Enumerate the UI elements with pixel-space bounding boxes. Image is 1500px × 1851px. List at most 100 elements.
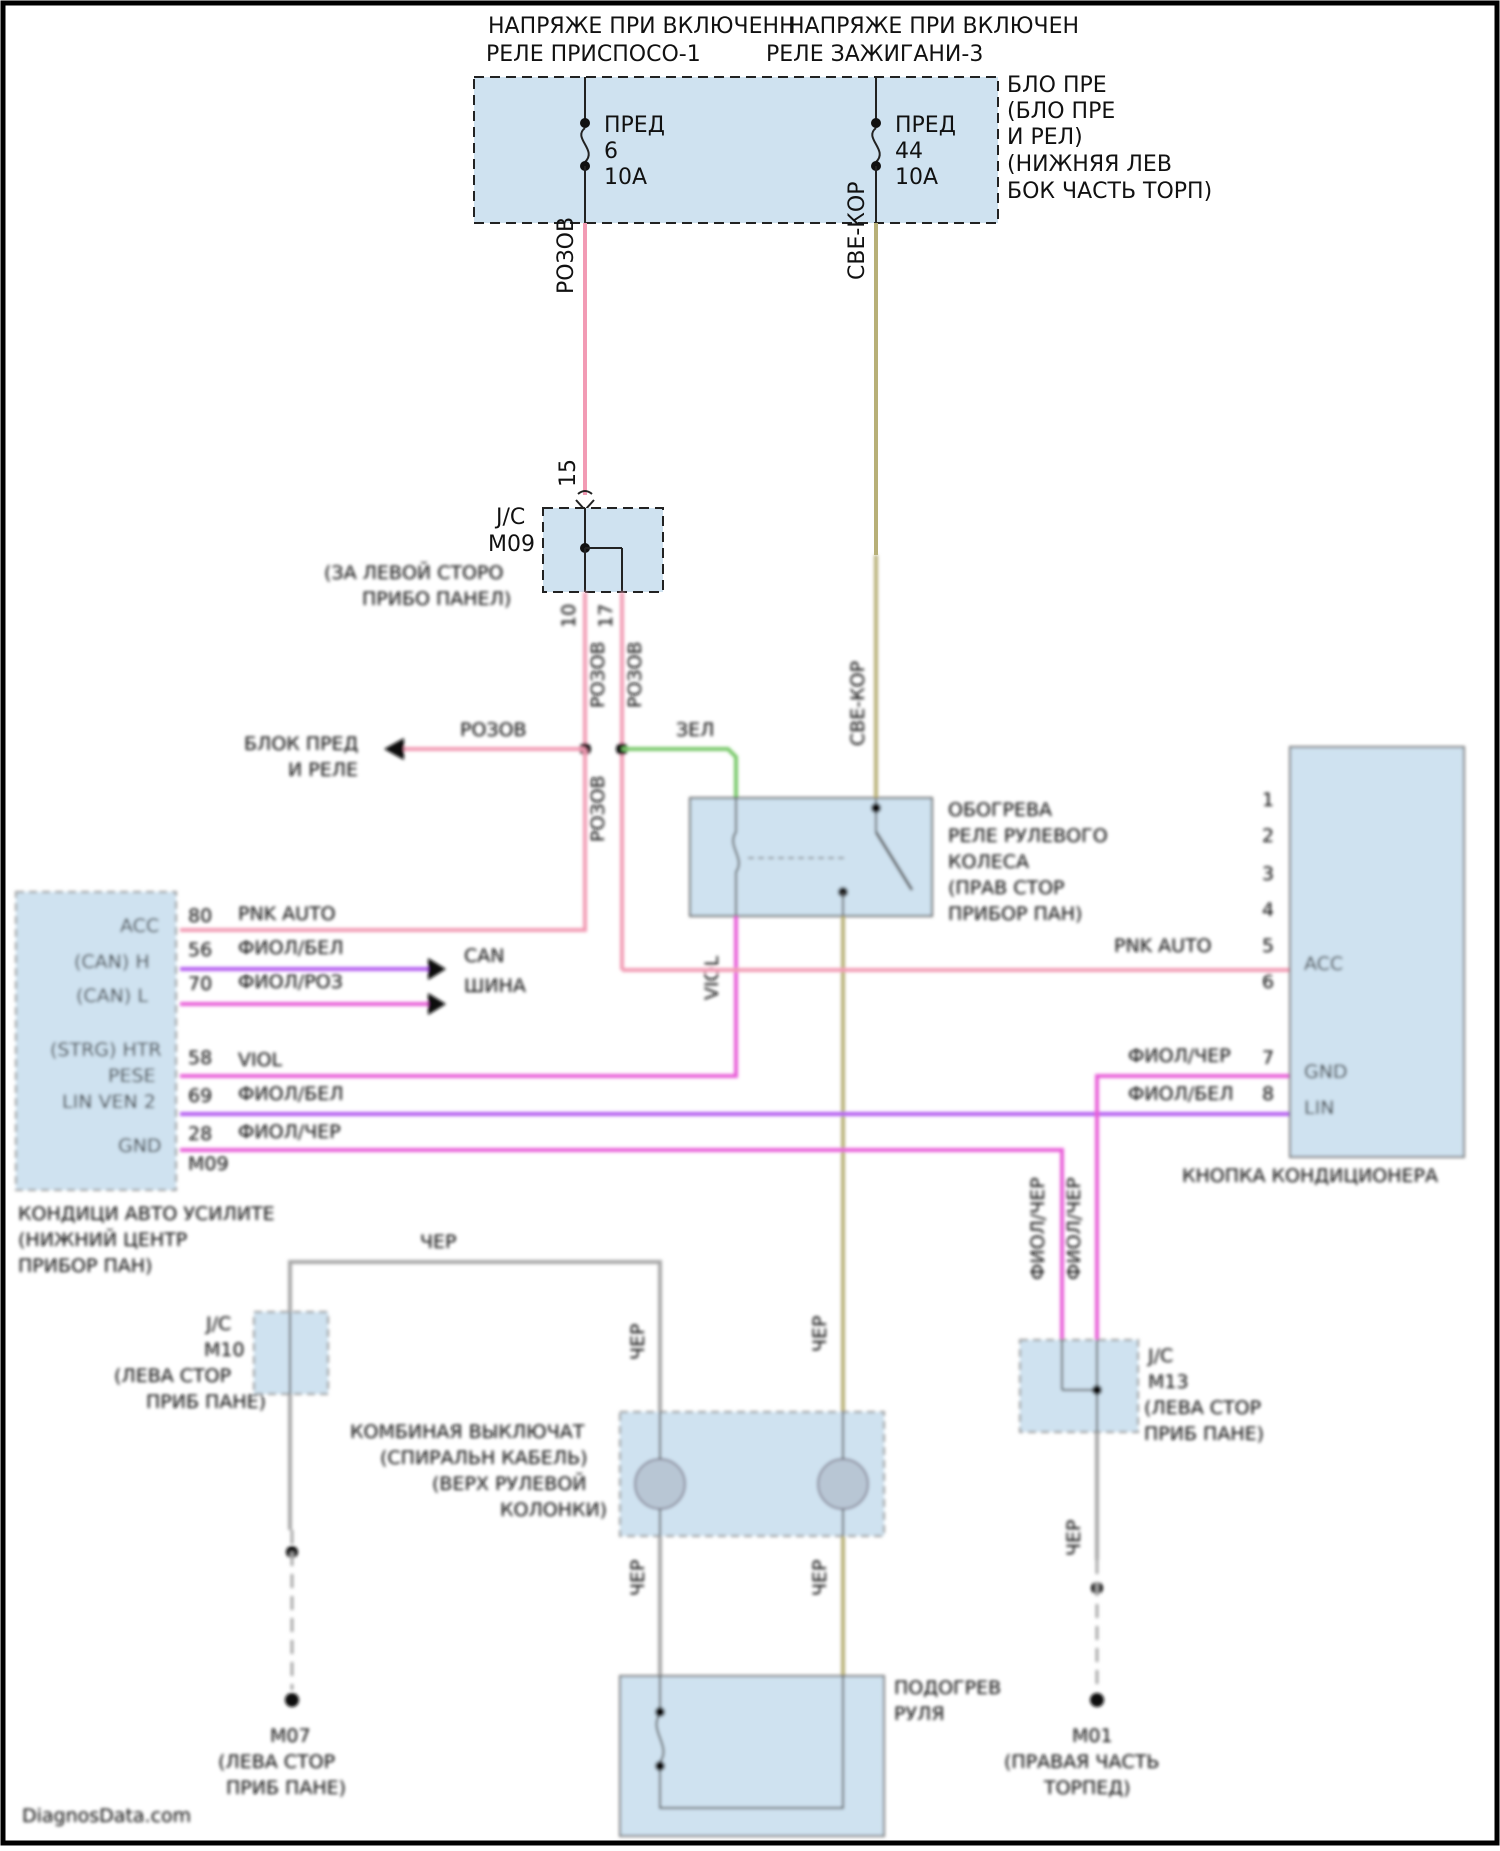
- lower-section: (ЗА ЛЕВОЙ СТОРО ПРИБО ПАНЕЛ) 10 1 7 РОЗОВ…: [16, 555, 1464, 1836]
- ground-m01-line: ТОРПЕД): [1043, 1777, 1131, 1799]
- gray-wire-label-lower: ЧЕР: [627, 1560, 649, 1597]
- amp-title-line: (НИЖНИЙ ЦЕНТР: [18, 1228, 187, 1251]
- gray-wire-label: ЧЕР: [420, 1231, 457, 1253]
- junction-m09: 15 J/C M09: [488, 459, 663, 592]
- wire-gray-top: [290, 1262, 660, 1412]
- top-label-left-1: НАПРЯЖЕ ПРИ ВКЛЮЧЕНН: [488, 14, 796, 39]
- wire-label-viol-vert: VIOL: [701, 955, 723, 1000]
- heater-label: ПОДОГРЕВ РУЛЯ: [894, 1677, 1001, 1725]
- amp-title-line: КОНДИЦИ АВТО УСИЛИТЕ: [18, 1203, 275, 1225]
- amp-pin-pese: PESE: [108, 1065, 156, 1087]
- amp-pin-num: 58: [188, 1047, 212, 1069]
- wire-label-pink: РОЗОВ: [554, 217, 579, 294]
- ac-button-acc-wire: PNK AUTO: [1114, 935, 1212, 957]
- amp-pin-num: 80: [188, 905, 212, 927]
- junction-m09-pin-bl: 10: [558, 604, 580, 628]
- ac-button-module: [1290, 747, 1464, 1157]
- junction-m09-loc-2: ПРИБО ПАНЕЛ): [362, 588, 511, 610]
- amp-wire-labels: PNK AUTO ФИОЛ/БЕЛ ФИОЛ/РОЗ VIOL ФИОЛ/БЕЛ…: [238, 903, 344, 1143]
- amp-pin-num: 28: [188, 1123, 212, 1145]
- amp-wire-label: ФИОЛ/БЕЛ: [238, 1083, 344, 1105]
- fuse-block-label-line: БЛО ПРЕ: [1007, 73, 1107, 98]
- fuse-block-label-line: (НИЖНЯЯ ЛЕВ: [1007, 152, 1172, 177]
- amp-extra-num: M09: [188, 1153, 229, 1175]
- wire-green: [622, 749, 736, 798]
- amp-pin-can-l: (CAN) L: [76, 985, 148, 1007]
- ac-button-pin: 5: [1262, 935, 1274, 957]
- ac-button-gnd-label: GND: [1304, 1061, 1348, 1083]
- fuse-block-label: БЛО ПРЕ (БЛО ПРЕ И РЕЛ) (НИЖНЯЯ ЛЕВ БОК …: [1007, 73, 1212, 204]
- ac-button-pins: 1 2 3 4 5 6 7 8: [1262, 789, 1274, 1105]
- can-bus-label-1: CAN: [464, 945, 504, 967]
- junction-m13-label: J/C M13 (ЛЕВА СТОР ПРИБ ПАНЕ): [1144, 1345, 1264, 1445]
- relay-label: ОБОГРЕВА РЕЛЕ РУЛЕВОГО КОЛЕСА (ПРАВ СТОР…: [948, 799, 1108, 925]
- amp-title: КОНДИЦИ АВТО УСИЛИТЕ (НИЖНИЙ ЦЕНТР ПРИБО…: [18, 1203, 275, 1277]
- amp-pin-htr: (STRG) HTR: [50, 1039, 162, 1061]
- gray-wire-label-right: ЧЕР: [1063, 1520, 1085, 1557]
- wire-label-pink-3: РОЗОВ: [587, 775, 609, 842]
- ac-button-pin: 6: [1262, 971, 1274, 993]
- pink-branch-dest-2: И РЕЛЕ: [288, 759, 358, 781]
- steering-heater-relay: [690, 798, 932, 916]
- heater-line: ПОДОГРЕВ: [894, 1677, 1001, 1699]
- wire-label-tan-2: СВЕ-КОР: [847, 661, 869, 746]
- wire-label-tan: СВЕ-КОР: [845, 182, 870, 281]
- junction-m09-loc-1: (ЗА ЛЕВОЙ СТОРО: [324, 561, 503, 584]
- ac-button-pin: 8: [1262, 1083, 1274, 1105]
- top-label-right-2: РЕЛЕ ЗАЖИГАНИ-3: [766, 42, 983, 67]
- ac-button-pin: 1: [1262, 789, 1274, 811]
- junction-m10-line: (ЛЕВА СТОР: [114, 1365, 231, 1387]
- amp-wire-label: PNK AUTO: [238, 903, 336, 925]
- ground-m01-label: M01 (ПРАВАЯ ЧАСТЬ ТОРПЕД): [1004, 1725, 1159, 1799]
- ac-button-gnd-wire: ФИОЛ/ЧЕР: [1128, 1045, 1231, 1067]
- wire-label-gnd-vert-2: ФИОЛ/ЧЕР: [1063, 1177, 1085, 1280]
- watermark: DiagnosData.com: [22, 1805, 191, 1827]
- fuse-44-name: ПРЕД: [895, 113, 956, 138]
- junction-m10-line: ПРИБ ПАНЕ): [146, 1391, 266, 1413]
- clockspring-label: КОМБИНАЯ ВЫКЛЮЧАТ (СПИРАЛЬН КАБЕЛЬ) (ВЕР…: [350, 1421, 607, 1521]
- junction-m09-name-1: J/C: [494, 505, 525, 530]
- ac-button-acc-label: ACC: [1304, 953, 1343, 975]
- ground-m01-line: M01: [1072, 1725, 1113, 1747]
- junction-m10-label: J/C M10 (ЛЕВА СТОР ПРИБ ПАНЕ): [114, 1313, 266, 1413]
- ac-button-pin: 7: [1262, 1047, 1274, 1069]
- fuse-6-name: ПРЕД: [604, 113, 665, 138]
- amp-pin-num: 69: [188, 1085, 212, 1107]
- clockspring-line: КОМБИНАЯ ВЫКЛЮЧАТ: [350, 1421, 585, 1443]
- page-frame: [3, 3, 1497, 1843]
- gray-wire-label-vert: ЧЕР: [627, 1324, 649, 1361]
- junction-m13-line: M13: [1148, 1371, 1189, 1393]
- ac-button-lin-label: LIN: [1304, 1097, 1334, 1119]
- ac-button-title: КНОПКА КОНДИЦИОНЕРА: [1182, 1165, 1438, 1187]
- junction-m13-line: (ЛЕВА СТОР: [1144, 1397, 1261, 1419]
- amp-pin-can-h: (CAN) H: [74, 951, 150, 973]
- relay-label-line: (ПРАВ СТОР: [948, 877, 1065, 899]
- junction-m10-line: J/C: [205, 1313, 231, 1335]
- relay-label-line: КОЛЕСА: [948, 851, 1029, 873]
- wire-label-pink-2: РОЗОВ: [624, 641, 646, 708]
- junction-m13-line: ПРИБ ПАНЕ): [1144, 1423, 1264, 1445]
- junction-m09-pin-top: 15: [556, 459, 581, 487]
- junction-m10-line: M10: [204, 1339, 245, 1361]
- amp-pin-numbers: 80 56 70 58 69 28 M09: [188, 905, 229, 1175]
- amp-wire-label: ФИОЛ/БЕЛ: [238, 937, 344, 959]
- amp-pin-acc: ACC: [120, 915, 159, 937]
- can-bus-label-2: ШИНА: [464, 975, 526, 997]
- fuse-44-number: 44: [895, 139, 923, 164]
- relay-label-line: ОБОГРЕВА: [948, 799, 1052, 821]
- tan-wire-label-vert: ЧЕР: [809, 1316, 831, 1353]
- heater-line: РУЛЯ: [894, 1703, 945, 1725]
- junction-m13-line: J/C: [1147, 1345, 1173, 1367]
- green-wire-label: ЗЕЛ: [676, 719, 714, 741]
- amp-pin-gnd: GND: [118, 1135, 162, 1157]
- wire-label-gnd-vert-1: ФИОЛ/ЧЕР: [1027, 1177, 1049, 1280]
- fuse-6-number: 6: [604, 139, 618, 164]
- ground-m07-line: M07: [270, 1725, 311, 1747]
- fuse-6-rating: 10A: [604, 165, 647, 190]
- fuse-block-label-line: И РЕЛ): [1007, 125, 1083, 150]
- amp-pin-num: 56: [188, 939, 212, 961]
- amp-pin-num: 70: [188, 973, 212, 995]
- top-label-right-1: НАПРЯЖЕ ПРИ ВКЛЮЧЕН: [788, 14, 1079, 39]
- ground-m07-line: ПРИБ ПАНЕ): [226, 1777, 346, 1799]
